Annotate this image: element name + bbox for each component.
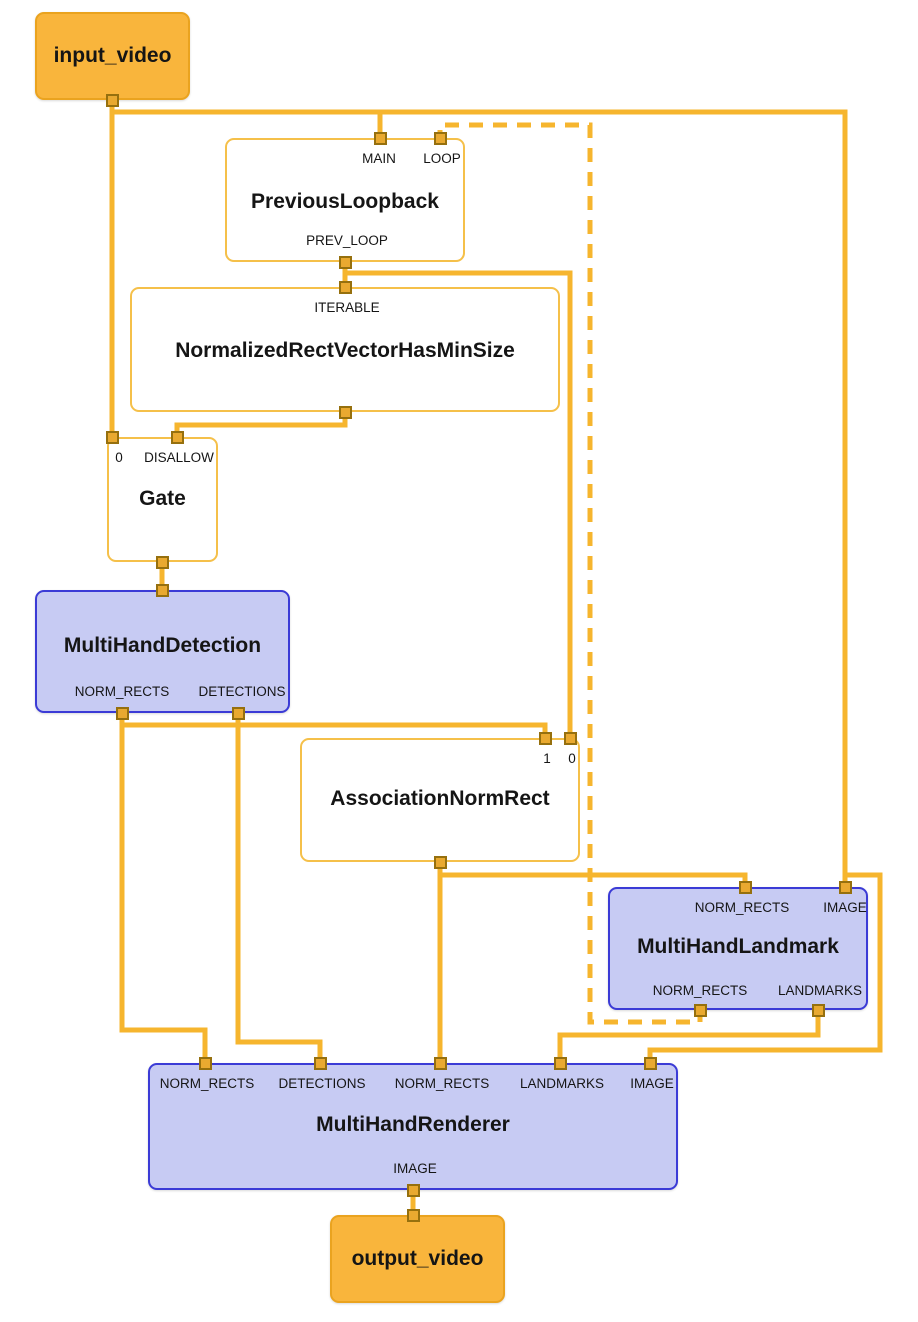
port-gate-disallow-in [171, 431, 184, 444]
port-label-landmark-landmarks-out: LANDMARKS [777, 983, 863, 998]
edge-detection-normrects-to-renderer [119, 711, 208, 1066]
port-gate-0-in [106, 431, 119, 444]
port-label-main: MAIN [362, 151, 396, 166]
edge-input-video-to-renderer-image [647, 872, 883, 1066]
node-multi-hand-landmark-title: MultiHandLandmark [637, 935, 839, 958]
port-renderer-landmarks-in [554, 1057, 567, 1070]
port-label-prev-loop: PREV_LOOP [306, 233, 388, 248]
port-label-iterable: ITERABLE [314, 300, 380, 315]
node-multi-hand-landmark[interactable]: NORM_RECTS IMAGE MultiHandLandmark NORM_… [608, 887, 868, 1010]
port-label-renderer-image-out: IMAGE [393, 1161, 437, 1176]
port-label-renderer-landmarks: LANDMARKS [519, 1076, 605, 1091]
port-label-association-1: 1 [543, 751, 551, 766]
port-landmark-normrects-out [694, 1004, 707, 1017]
port-label-detection-normrects: NORM_RECTS [74, 684, 170, 699]
node-previous-loopback[interactable]: MAIN LOOP PreviousLoopback PREV_LOOP [225, 138, 465, 262]
port-label-renderer-normrects-2: NORM_RECTS [394, 1076, 490, 1091]
port-label-landmark-normrects-in: NORM_RECTS [694, 900, 790, 915]
port-renderer-normrects2-in [434, 1057, 447, 1070]
port-previousloopback-loop-in [434, 132, 447, 145]
edge-input-video-to-previousloopback-main [109, 100, 383, 142]
edge-minsize-to-gate-disallow [174, 410, 348, 440]
node-previous-loopback-title: PreviousLoopback [251, 190, 439, 213]
node-multi-hand-detection[interactable]: MultiHandDetection NORM_RECTS DETECTIONS [35, 590, 290, 713]
port-gate-out [156, 556, 169, 569]
port-landmark-normrects-in [739, 881, 752, 894]
node-gate[interactable]: 0 DISALLOW Gate [107, 437, 218, 562]
node-input-video[interactable]: input_video [35, 12, 190, 100]
port-input-video-out [106, 94, 119, 107]
port-detection-detections-out [232, 707, 245, 720]
port-minsize-iterable-in [339, 281, 352, 294]
port-output-video-in [407, 1209, 420, 1222]
edge-prevloop-to-association-0 [345, 270, 573, 741]
port-label-renderer-normrects-1: NORM_RECTS [159, 1076, 255, 1091]
port-renderer-detections-in [314, 1057, 327, 1070]
port-label-loop: LOOP [423, 151, 461, 166]
node-multi-hand-renderer[interactable]: NORM_RECTS DETECTIONS NORM_RECTS LANDMAR… [148, 1063, 678, 1190]
node-normalized-rect-vector-has-min-size[interactable]: ITERABLE NormalizedRectVectorHasMinSize [130, 287, 560, 412]
port-previousloopback-prevloop-out [339, 256, 352, 269]
port-detection-in [156, 584, 169, 597]
port-label-disallow: DISALLOW [144, 450, 214, 465]
edge-landmark-landmarks-to-renderer [557, 1008, 821, 1066]
node-input-video-label: input_video [53, 44, 172, 67]
port-association-out [434, 856, 447, 869]
port-renderer-image-out [407, 1184, 420, 1197]
node-output-video[interactable]: output_video [330, 1215, 505, 1303]
port-label-renderer-detections: DETECTIONS [278, 1076, 366, 1091]
port-label-renderer-image-in: IMAGE [630, 1076, 674, 1091]
port-renderer-image-in [644, 1057, 657, 1070]
port-label-detection-detections: DETECTIONS [198, 684, 286, 699]
port-label-landmark-image-in: IMAGE [823, 900, 867, 915]
edge-input-video-to-landmark-image [112, 109, 848, 890]
port-association-0-in [564, 732, 577, 745]
port-detection-normrects-out [116, 707, 129, 720]
node-association-norm-rect[interactable]: 1 0 AssociationNormRect [300, 738, 580, 862]
port-label-landmark-normrects-out: NORM_RECTS [652, 983, 748, 998]
port-previousloopback-main-in [374, 132, 387, 145]
node-multi-hand-renderer-title: MultiHandRenderer [316, 1113, 510, 1136]
edge-landmark-normrects-to-previousloopback-loop [437, 122, 703, 1025]
node-association-norm-rect-title: AssociationNormRect [330, 787, 550, 810]
node-normalized-rect-vector-has-min-size-title: NormalizedRectVectorHasMinSize [175, 339, 515, 362]
port-label-gate-0: 0 [115, 450, 123, 465]
port-minsize-out [339, 406, 352, 419]
node-gate-title: Gate [139, 487, 186, 510]
port-renderer-normrects-in [199, 1057, 212, 1070]
node-multi-hand-detection-title: MultiHandDetection [63, 634, 262, 657]
port-landmark-image-in [839, 881, 852, 894]
edge-detection-detections-to-renderer [235, 711, 323, 1066]
port-label-association-0: 0 [568, 751, 576, 766]
port-landmark-landmarks-out [812, 1004, 825, 1017]
port-association-1-in [539, 732, 552, 745]
node-output-video-label: output_video [351, 1247, 484, 1270]
